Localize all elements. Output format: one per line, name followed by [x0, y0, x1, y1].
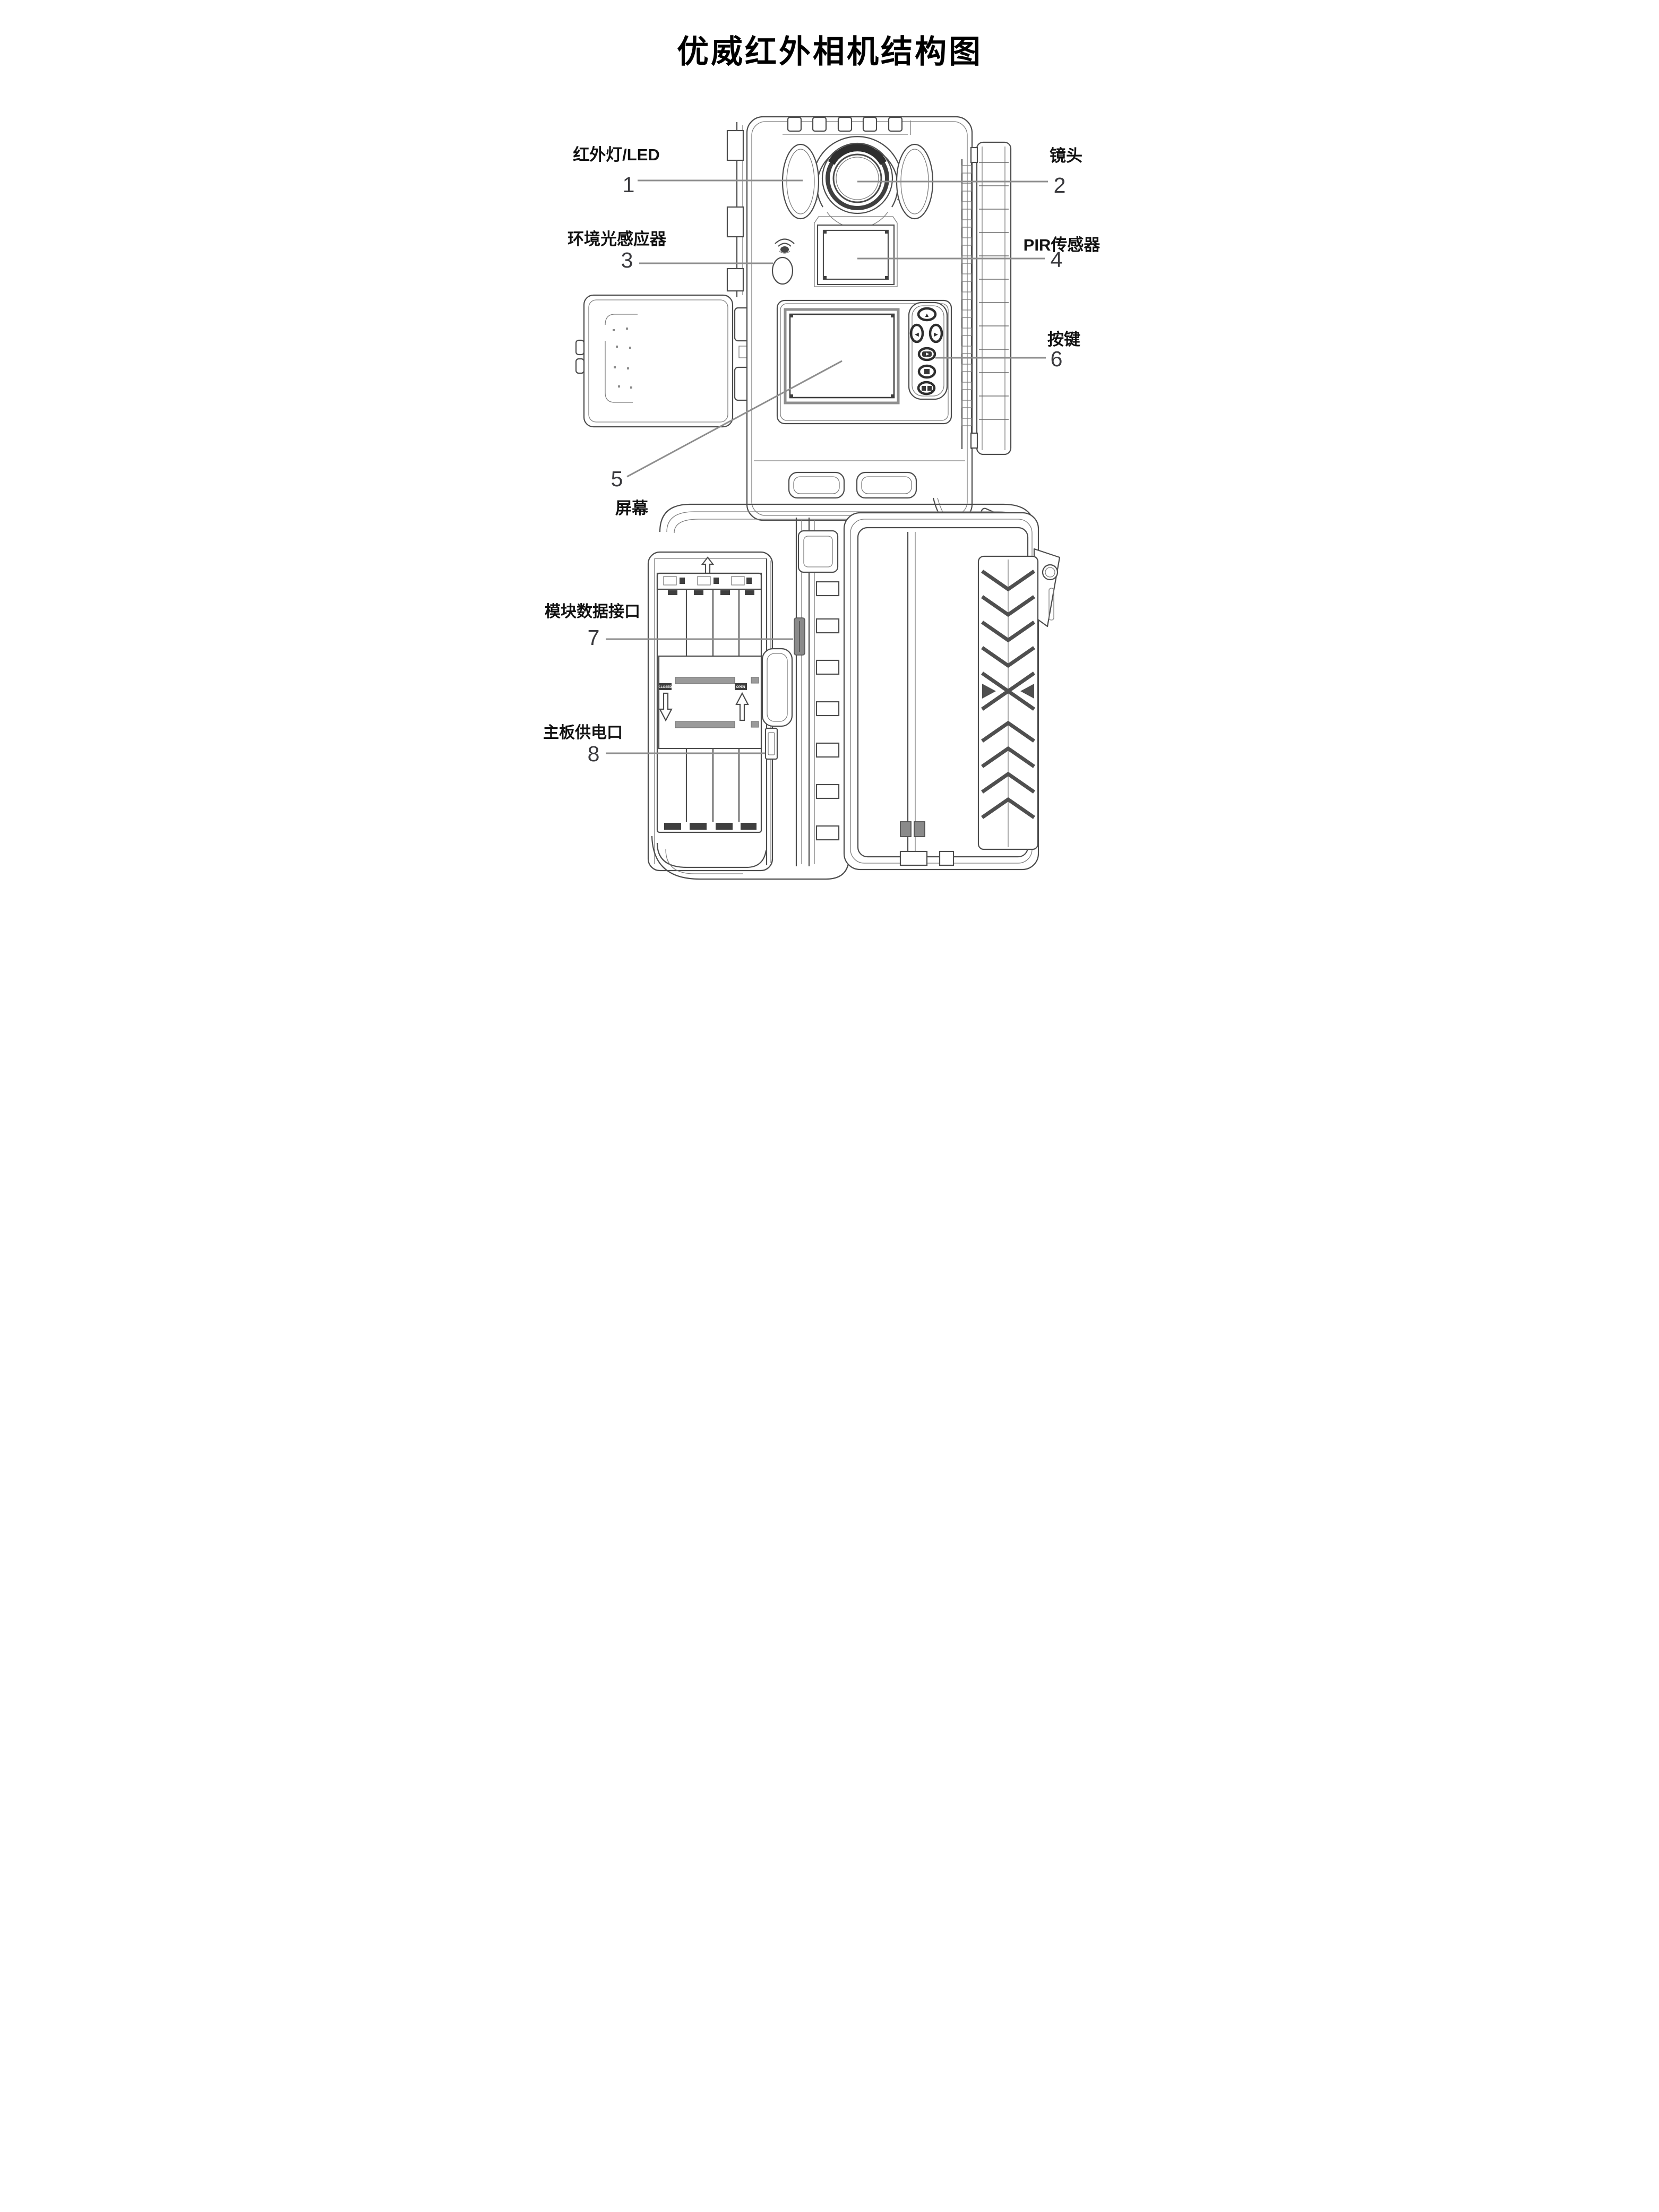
label-buttons: 按键 [1047, 330, 1080, 349]
ok-button [917, 364, 936, 379]
screen-recess [776, 299, 952, 425]
right-arrow-button: ▶ [929, 323, 943, 343]
latch-handle [761, 648, 793, 727]
label-lens: 镜头 [1050, 147, 1082, 165]
battery-cover: CLOSED OPEN [658, 655, 762, 750]
pir-sensor-window [813, 216, 898, 287]
cover-grip-bar [675, 677, 735, 684]
door-latch [575, 339, 584, 356]
leader-screen [626, 360, 843, 478]
top-vents [782, 116, 911, 135]
mainboard-power-connector [764, 727, 778, 760]
number-lens: 2 [1053, 173, 1065, 197]
menu-button [917, 347, 936, 362]
camera-front-diagram: ▲ ◀ ▶ [575, 116, 1011, 543]
mounting-bracket [977, 548, 1060, 850]
right-arrow-icon: ▶ [934, 332, 938, 338]
bracket-hole [1042, 564, 1058, 581]
module-data-connector [793, 617, 805, 656]
label-ambient-sensor: 环境光感应器 [568, 230, 667, 248]
open-marking: OPEN [734, 683, 747, 690]
side-door-open [575, 294, 733, 428]
label-mainboard-power: 主板供电口 [543, 724, 623, 742]
slide-open-arrow-icon [735, 692, 749, 721]
hinge [793, 518, 839, 866]
number-module-data-port: 7 [587, 625, 599, 650]
number-pir-sensor: 4 [1050, 247, 1062, 272]
ambient-light-sensor [771, 256, 793, 285]
label-ir-led: 红外灯/LED [573, 145, 660, 164]
left-arrow-icon: ◀ [915, 332, 919, 338]
hinge-knuckles [815, 581, 839, 841]
callouts: 红外灯/LED 1 镜头 2 环境光感应器 3 PIR传感器 4 5 屏幕 按键… [543, 145, 1101, 766]
number-buttons: 6 [1050, 347, 1062, 371]
svg-text:CLOSED: CLOSED [658, 686, 672, 689]
eye-indicator-icon [774, 238, 795, 254]
ir-led-window-left [781, 143, 819, 220]
lens [812, 136, 902, 229]
left-arrow-button: ◀ [909, 323, 924, 343]
diagram-page: 优威红外相机结构图 [497, 0, 1162, 885]
number-screen: 5 [611, 467, 623, 491]
strap-channel [961, 159, 972, 449]
mode-button [917, 381, 935, 395]
label-screen: 屏幕 [615, 499, 649, 518]
number-mainboard-power: 8 [587, 742, 599, 766]
side-grip-panel [970, 141, 1011, 455]
door-inner-marks [612, 328, 632, 389]
left-hinge [726, 122, 757, 401]
slide-close-arrow-icon [658, 692, 673, 722]
screen [789, 313, 895, 399]
up-arrow-button: ▲ [917, 307, 936, 322]
number-ir-led: 1 [622, 173, 634, 197]
svg-text:OPEN: OPEN [736, 686, 745, 689]
button-panel: ▲ ◀ ▶ [908, 302, 948, 400]
number-ambient-sensor: 3 [621, 248, 633, 272]
label-module-data-port: 模块数据接口 [545, 603, 640, 621]
battery-cells [685, 589, 740, 822]
label-pir-sensor: PIR传感器 [1023, 236, 1101, 254]
camera-open-diagram: CLOSED OPEN [647, 503, 1060, 880]
closed-marking: CLOSED [658, 683, 672, 690]
chevron-pattern [981, 570, 1035, 819]
page-title: 优威红外相机结构图 [677, 34, 983, 70]
front-shell: CLOSED OPEN [647, 551, 849, 880]
up-arrow-icon: ▲ [924, 312, 930, 319]
